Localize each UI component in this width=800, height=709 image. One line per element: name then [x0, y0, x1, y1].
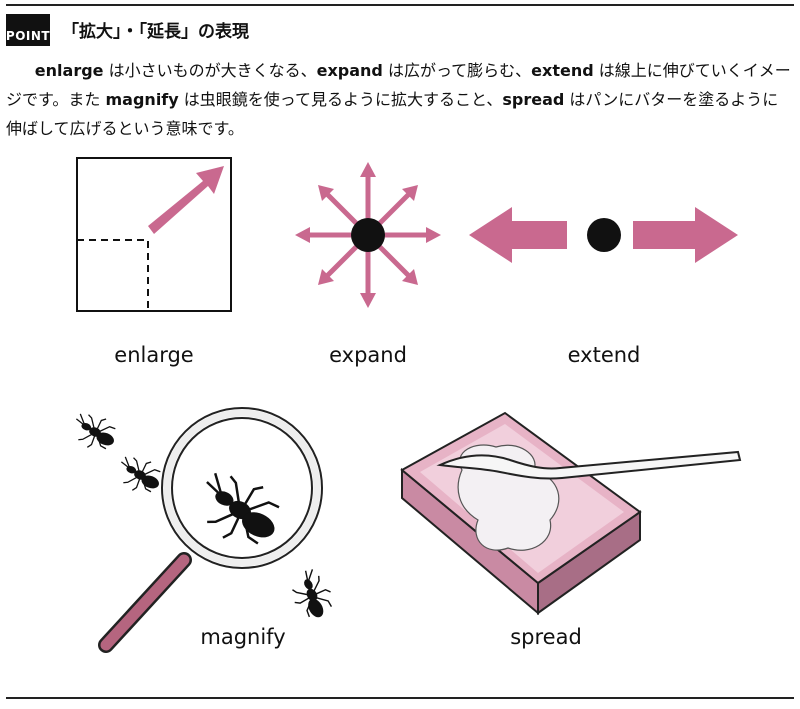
- caption-spread: spread: [510, 625, 582, 649]
- caption-magnify: magnify: [200, 625, 286, 649]
- explanation-paragraph: enlarge は小さいものが大きくなる、expand は広がって膨らむ、ext…: [6, 61, 791, 138]
- term-magnify: magnify: [105, 90, 179, 109]
- point-badge: POINT: [6, 14, 50, 46]
- ant-icon: [67, 408, 121, 456]
- diagonal-arrow-icon: [148, 166, 224, 234]
- center-dot: [351, 218, 385, 252]
- section-header: POINT 「拡大」・「延長」の表現: [6, 14, 249, 46]
- magnifier-lens: [171, 417, 313, 559]
- bottom-rule: [6, 697, 794, 699]
- expand-illustration: [295, 162, 441, 308]
- magnifier-handle: [100, 554, 190, 651]
- ant-icon: [112, 451, 166, 499]
- caption-enlarge: enlarge: [114, 343, 194, 367]
- top-rule: [6, 4, 794, 6]
- ant-icon: [282, 564, 340, 626]
- center-dot: [587, 218, 621, 252]
- term-spread: spread: [502, 90, 565, 109]
- term-extend: extend: [531, 61, 594, 80]
- butter-knife-icon: [436, 450, 742, 480]
- enlarge-illustration: [76, 157, 232, 312]
- term-expand: expand: [316, 61, 383, 80]
- magnify-illustration: [67, 407, 340, 653]
- right-arrow-icon: [633, 207, 738, 263]
- left-arrow-icon: [469, 207, 567, 263]
- caption-extend: extend: [567, 343, 641, 367]
- extend-illustration: [469, 207, 738, 263]
- term-enlarge: enlarge: [34, 61, 104, 80]
- section-title: 「拡大」・「延長」の表現: [62, 22, 249, 42]
- spread-illustration: [400, 411, 742, 616]
- caption-expand: expand: [329, 343, 407, 367]
